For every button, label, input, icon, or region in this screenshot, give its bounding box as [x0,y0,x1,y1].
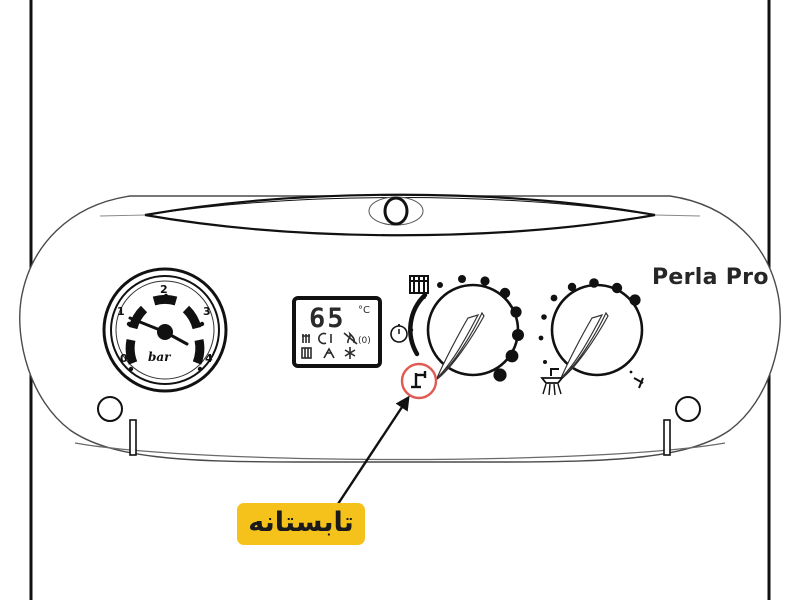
gauge-hub [157,324,173,340]
gauge-tick-label-4: 4 [205,352,213,365]
lcd-display [292,296,382,368]
summer-mode-label: تابستانه [248,507,354,538]
lcd-temperature-unit: °C [358,305,370,316]
gauge-tick-label-2: 2 [160,283,168,296]
domestic-hot-water-knob[interactable] [538,278,644,396]
tab-left [129,419,137,456]
brand-label: Perla Pro [652,265,769,290]
gauge-tick-label-1: 1 [117,305,125,318]
dhw-knob-dots [538,278,641,364]
marker-icon [629,370,644,389]
screw-left [97,396,123,422]
lcd-snowflake-crossed-icon [344,347,356,359]
gauge-tick-label-0: 0 [120,352,128,365]
lens-tail-left [99,214,146,217]
heating-knob-dots [422,275,524,382]
lcd-burner-icon [323,347,335,359]
summer-mode-highlight-circle [400,362,438,400]
callout-arrow [332,395,410,511]
gauge-scale-arc [125,295,205,365]
screw-right [675,396,701,422]
heating-knob-left-dot [408,327,414,333]
clock-icon [390,324,408,343]
gauge-tick-dots [126,293,205,372]
lcd-moon-icon [318,332,332,345]
lens-tail-right [654,214,701,217]
gauge-unit-label: bar [148,350,171,364]
lcd-temperature-value: 65 [309,303,346,334]
lcd-bars-icon [301,347,312,359]
summer-mode-badge: تابستانه [237,503,365,545]
heating-knob-pointer [436,314,480,379]
heating-knob-left-arc [408,292,428,357]
tab-right [663,419,671,456]
heating-temperature-knob[interactable] [390,275,524,400]
gauge-tick-label-3: 3 [203,305,211,318]
power-indicator-icon [383,196,409,226]
pressure-gauge [102,267,228,393]
lcd-flame-crossed-icon [343,331,358,345]
tap-faucet-icon [411,371,427,389]
top-lens-oval-outline [368,196,424,226]
panel-bottom-edge [74,442,726,461]
lcd-radiator-icon [302,334,310,343]
shower-head-icon [540,368,564,396]
lcd-bracket-symbol: (0) [358,336,371,346]
radiator-icon [409,275,429,294]
